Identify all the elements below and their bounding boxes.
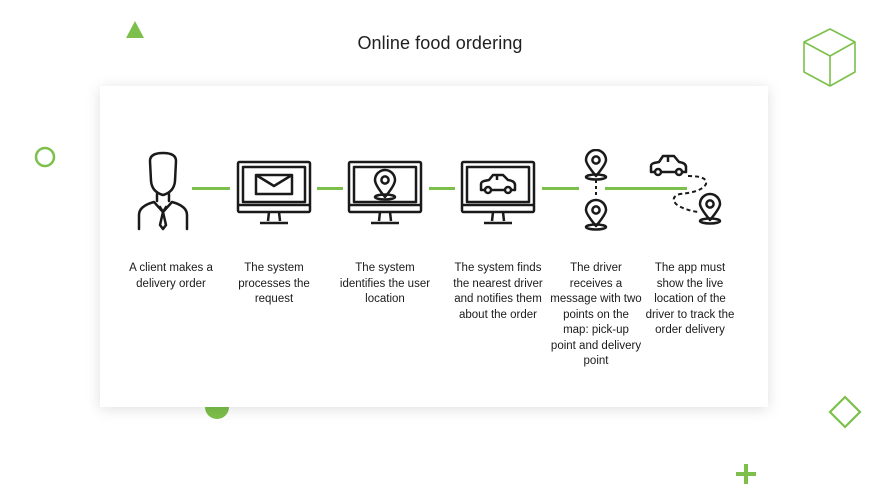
- step-caption: The system finds the nearest driver and …: [453, 262, 543, 321]
- triangle-icon: [126, 21, 144, 38]
- step-caption: The system identifies the user location: [339, 262, 431, 305]
- half-circle-icon: [205, 407, 229, 419]
- person-with-tie-icon: [137, 151, 189, 231]
- car-route-to-pin-icon: [649, 154, 722, 225]
- monitor-envelope-icon: [236, 160, 312, 225]
- step-caption: The system processes the request: [238, 262, 310, 305]
- diagram-card: A client makes a delivery order The syst…: [100, 86, 768, 407]
- connector-line: [192, 187, 230, 190]
- step-caption: A client makes a delivery order: [129, 262, 213, 290]
- connector-line: [605, 187, 687, 190]
- connector-line: [542, 187, 579, 190]
- connector-line: [317, 187, 343, 190]
- monitor-car-icon: [460, 160, 536, 225]
- connector-line: [429, 187, 455, 190]
- cube-icon: [803, 28, 856, 87]
- step-caption: The app must show the live location of t…: [645, 262, 735, 336]
- circle-icon: [34, 146, 56, 168]
- monitor-location-pin-icon: [347, 160, 423, 225]
- page-title: Online food ordering: [357, 33, 523, 53]
- two-location-pins-icon: [584, 149, 608, 231]
- step-caption: The driver receives a message with two p…: [550, 262, 642, 367]
- plus-icon: [736, 464, 756, 484]
- diamond-icon: [828, 395, 862, 429]
